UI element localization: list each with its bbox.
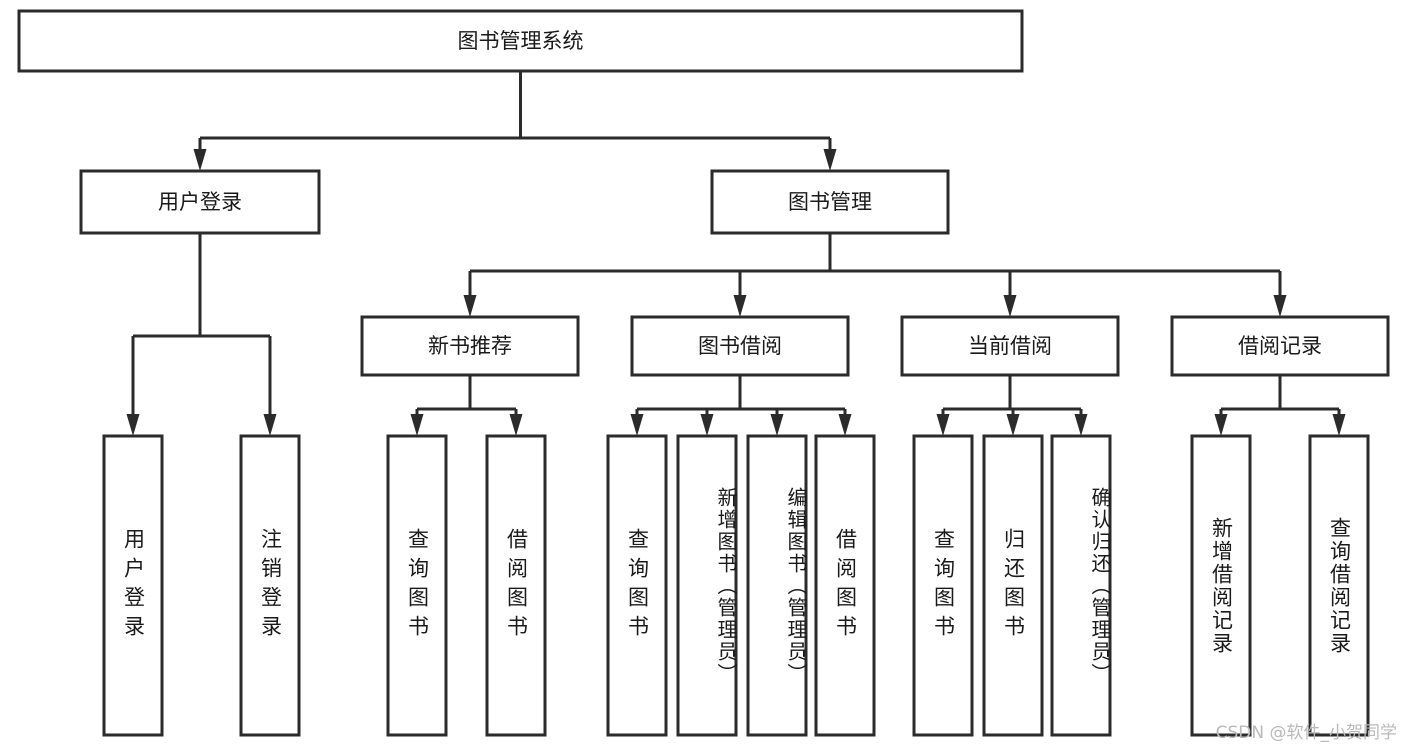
node-label-book-borrow: 图书借阅 bbox=[698, 334, 782, 358]
node-box-leaf-add-record[interactable] bbox=[1190, 434, 1252, 737]
node-root[interactable]: 图书管理系统 bbox=[17, 9, 1024, 73]
node-box-leaf-borrow-book-2[interactable] bbox=[814, 434, 876, 737]
arrow-head bbox=[193, 149, 207, 171]
node-box-user-login[interactable] bbox=[79, 169, 321, 235]
node-box-current-borrow[interactable] bbox=[900, 315, 1120, 377]
node-leaf-query-book-2[interactable] bbox=[606, 434, 668, 737]
node-leaf-borrow-book-2[interactable] bbox=[814, 434, 876, 737]
node-box-leaf-edit-book[interactable] bbox=[746, 434, 808, 737]
node-box-borrow-record[interactable] bbox=[1170, 315, 1390, 377]
node-box-leaf-query-book-3[interactable] bbox=[912, 434, 974, 737]
node-leaf-add-record[interactable] bbox=[1190, 434, 1252, 737]
node-box-leaf-user-logout[interactable] bbox=[239, 434, 301, 737]
node-leaf-query-book-1[interactable] bbox=[386, 434, 448, 737]
node-leaf-query-book-3[interactable] bbox=[912, 434, 974, 737]
node-box-leaf-return-book[interactable] bbox=[982, 434, 1044, 737]
arrow-head bbox=[936, 414, 950, 436]
arrow-head bbox=[463, 295, 477, 317]
node-borrow-record[interactable]: 借阅记录 bbox=[1170, 315, 1390, 377]
node-user-login[interactable]: 用户登录 bbox=[79, 169, 321, 235]
arrow-head bbox=[1003, 295, 1017, 317]
node-leaf-user-login[interactable] bbox=[102, 434, 164, 737]
connectors-layer bbox=[126, 71, 1346, 436]
arrow-head bbox=[1214, 414, 1228, 436]
node-box-leaf-query-book-1[interactable] bbox=[386, 434, 448, 737]
node-box-leaf-user-login[interactable] bbox=[102, 434, 164, 737]
node-leaf-add-book[interactable] bbox=[676, 434, 738, 737]
node-new-book-rec[interactable]: 新书推荐 bbox=[360, 315, 580, 377]
arrow-head bbox=[1074, 414, 1088, 436]
node-box-leaf-add-book[interactable] bbox=[676, 434, 738, 737]
node-label-book-manage: 图书管理 bbox=[788, 190, 872, 214]
node-current-borrow[interactable]: 当前借阅 bbox=[900, 315, 1120, 377]
node-label-user-login: 用户登录 bbox=[158, 190, 242, 214]
arrow-head bbox=[1006, 414, 1020, 436]
node-label-current-borrow: 当前借阅 bbox=[968, 334, 1052, 358]
watermark-text: CSDN @软件_小贺同学 bbox=[1215, 723, 1397, 743]
node-leaf-query-record[interactable] bbox=[1308, 434, 1370, 737]
arrow-head bbox=[126, 414, 140, 436]
node-label-root: 图书管理系统 bbox=[458, 29, 584, 53]
node-box-leaf-query-book-2[interactable] bbox=[606, 434, 668, 737]
arrow-head bbox=[410, 414, 424, 436]
node-box-leaf-borrow-book-1[interactable] bbox=[485, 434, 547, 737]
arrow-head bbox=[263, 414, 277, 436]
node-box-book-manage[interactable] bbox=[710, 169, 950, 235]
node-box-new-book-rec[interactable] bbox=[360, 315, 580, 377]
node-box-leaf-query-record[interactable] bbox=[1308, 434, 1370, 737]
node-box-leaf-confirm-return[interactable] bbox=[1050, 434, 1112, 737]
node-leaf-edit-book[interactable] bbox=[746, 434, 808, 737]
arrow-head bbox=[1332, 414, 1346, 436]
arrow-head bbox=[770, 414, 784, 436]
arrow-head bbox=[733, 295, 747, 317]
node-book-manage[interactable]: 图书管理 bbox=[710, 169, 950, 235]
arrow-head bbox=[700, 414, 714, 436]
node-leaf-confirm-return[interactable] bbox=[1050, 434, 1112, 737]
node-label-borrow-record: 借阅记录 bbox=[1238, 334, 1322, 358]
node-leaf-user-logout[interactable] bbox=[239, 434, 301, 737]
node-label-new-book-rec: 新书推荐 bbox=[428, 334, 512, 358]
node-leaf-return-book[interactable] bbox=[982, 434, 1044, 737]
arrow-head bbox=[838, 414, 852, 436]
node-book-borrow[interactable]: 图书借阅 bbox=[630, 315, 850, 377]
node-box-root[interactable] bbox=[17, 9, 1024, 73]
arrow-head bbox=[509, 414, 523, 436]
arrow-head bbox=[823, 149, 837, 171]
arrow-head bbox=[1273, 295, 1287, 317]
arrow-head bbox=[630, 414, 644, 436]
node-box-book-borrow[interactable] bbox=[630, 315, 850, 377]
node-leaf-borrow-book-1[interactable] bbox=[485, 434, 547, 737]
